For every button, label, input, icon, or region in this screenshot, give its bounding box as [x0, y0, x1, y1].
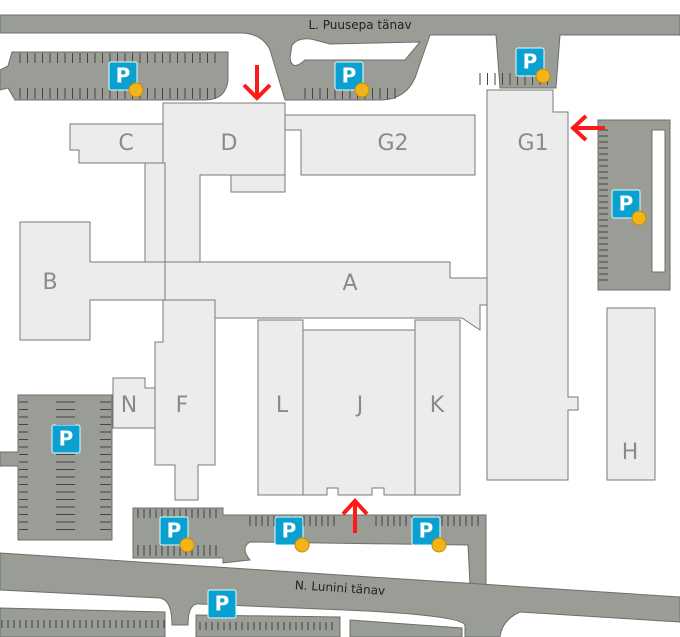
parking-lot-south-bottom	[0, 607, 463, 637]
parking-sign-paid[interactable]: P	[334, 61, 370, 98]
label-g1: G1	[517, 131, 548, 156]
entrance-arrow-down-icon	[242, 65, 272, 101]
entrance-arrow-left-icon	[570, 114, 605, 142]
street-label-puusepa: L. Puusepa tänav	[308, 18, 411, 32]
building-d-annex	[230, 174, 286, 193]
svg-text:P: P	[116, 64, 131, 88]
parking-sign-paid[interactable]: P	[515, 47, 551, 84]
building-h	[606, 307, 656, 481]
label-f: F	[176, 393, 189, 418]
parking-lot-west	[0, 394, 113, 541]
parking-stripes	[1, 53, 608, 630]
label-d: D	[221, 131, 238, 156]
parking-sign-paid[interactable]: P	[611, 189, 647, 226]
svg-text:P: P	[342, 64, 357, 88]
entrance-arrow-up-icon	[341, 498, 369, 533]
label-c: C	[118, 131, 133, 156]
svg-text:P: P	[419, 519, 434, 543]
parking-sign-paid[interactable]: P	[274, 516, 310, 553]
coin-icon	[535, 68, 551, 84]
coin-icon	[631, 210, 647, 226]
road-lunini	[0, 552, 680, 637]
svg-text:P: P	[59, 427, 74, 451]
building-connector-cd	[144, 162, 166, 263]
label-a: A	[342, 271, 357, 296]
svg-text:P: P	[282, 519, 297, 543]
svg-text:P: P	[523, 50, 538, 74]
svg-text:P: P	[167, 519, 182, 543]
parking-signs: P P P P P P P P P	[51, 47, 647, 619]
building-g1	[486, 89, 579, 481]
label-k: K	[430, 393, 445, 418]
coin-icon	[179, 537, 195, 553]
parking-sign[interactable]: P	[207, 589, 237, 619]
building-f	[154, 299, 216, 501]
label-n: N	[121, 393, 137, 418]
svg-text:P: P	[215, 592, 230, 616]
parking-sign-paid[interactable]: P	[411, 516, 447, 553]
roads	[0, 14, 680, 637]
coin-icon	[294, 537, 310, 553]
building-labels: C D G2 G1 B A N F L J K H	[42, 131, 638, 465]
label-j: J	[355, 393, 364, 418]
svg-text:P: P	[619, 192, 634, 216]
label-l: L	[276, 393, 289, 418]
street-label-lunini: N. Lunini tänav	[294, 578, 385, 598]
label-g2: G2	[377, 131, 408, 156]
label-b: B	[42, 270, 57, 295]
parking-sign-paid[interactable]: P	[108, 61, 144, 98]
coin-icon	[128, 82, 144, 98]
label-h: H	[622, 440, 639, 465]
parking-sign[interactable]: P	[51, 424, 81, 454]
building-k	[414, 319, 461, 496]
coin-icon	[354, 82, 370, 98]
building-c	[69, 123, 164, 164]
building-g2	[284, 114, 476, 176]
buildings	[19, 89, 656, 501]
parking-lot-south	[132, 507, 487, 586]
coin-icon	[431, 537, 447, 553]
parking-sign-paid[interactable]: P	[159, 516, 195, 553]
